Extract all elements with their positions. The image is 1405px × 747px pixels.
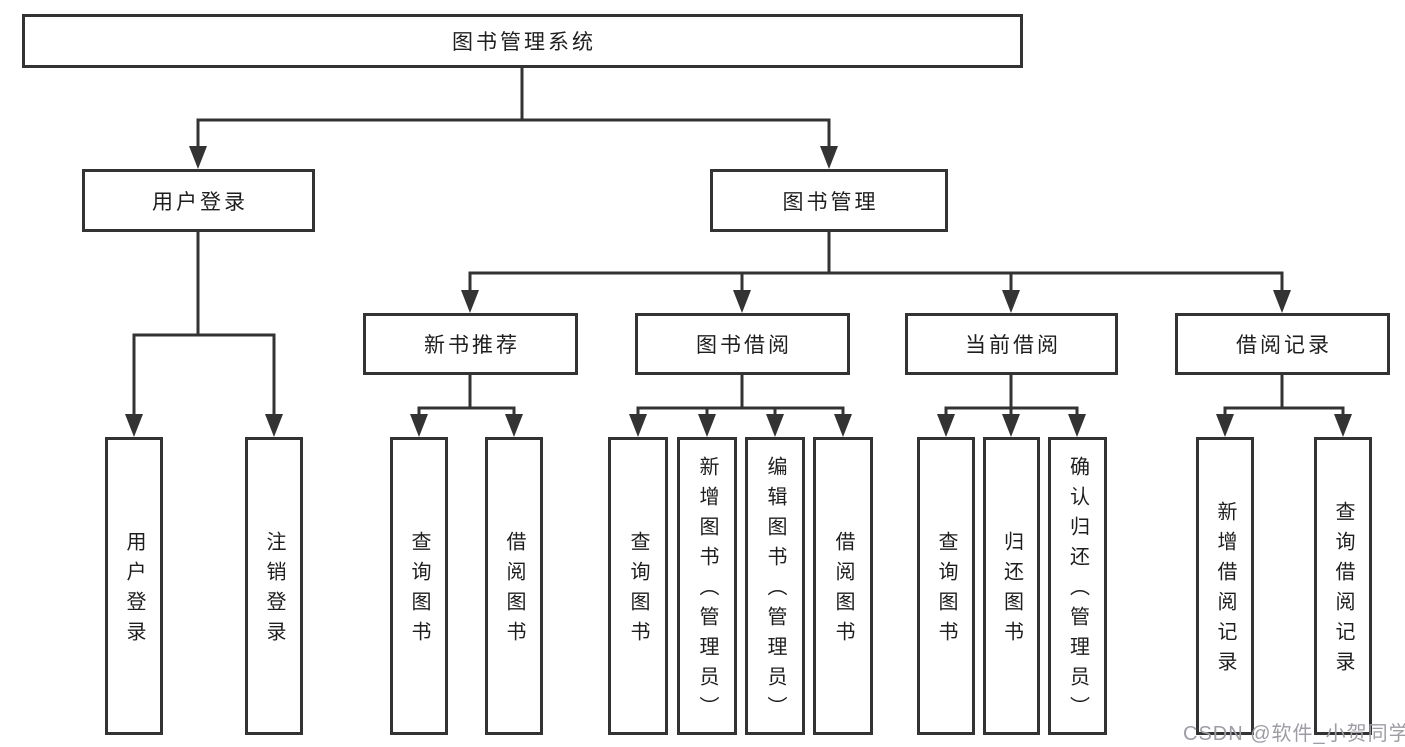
node-library-management-system: 图书管理系统 xyxy=(22,14,1023,68)
csdn-watermark: CSDN @软件_小贺同学 xyxy=(1183,723,1405,745)
node-book-borrow: 图书借阅 xyxy=(635,313,850,375)
leaf-return-books: 归还图书 xyxy=(983,437,1040,735)
leaf-query-borrow-record: 查询借阅记录 xyxy=(1314,437,1372,735)
leaf-logout: 注销登录 xyxy=(245,437,303,735)
node-book-management: 图书管理 xyxy=(710,169,948,232)
leaf-borrow-books: 借阅图书 xyxy=(813,437,873,735)
leaf-query-books-borrow: 查询图书 xyxy=(608,437,668,735)
leaf-add-books-admin: 新增图书（管理员） xyxy=(677,437,737,735)
leaf-confirm-return-admin: 确认归还（管理员） xyxy=(1048,437,1107,735)
leaf-user-login: 用户登录 xyxy=(105,437,163,735)
node-borrow-record: 借阅记录 xyxy=(1175,313,1390,375)
node-user-login: 用户登录 xyxy=(82,169,315,232)
leaf-add-borrow-record: 新增借阅记录 xyxy=(1196,437,1254,735)
leaf-borrow-books-recommend: 借阅图书 xyxy=(485,437,543,735)
leaf-edit-books-admin: 编辑图书（管理员） xyxy=(745,437,805,735)
leaf-query-books-current: 查询图书 xyxy=(917,437,975,735)
node-current-borrow: 当前借阅 xyxy=(905,313,1118,375)
leaf-query-books-recommend: 查询图书 xyxy=(390,437,448,735)
node-new-book-recommend: 新书推荐 xyxy=(363,313,578,375)
